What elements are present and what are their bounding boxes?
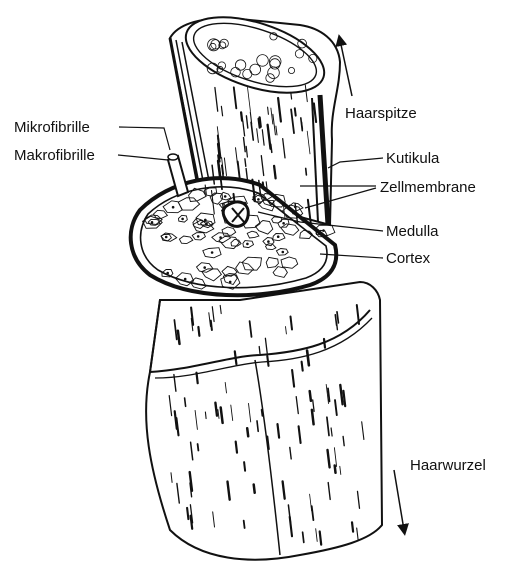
cell-nucleus (267, 240, 270, 243)
texture-stroke (262, 410, 263, 416)
texture-stroke (185, 398, 186, 406)
label-haarwurzel: Haarwurzel (410, 458, 486, 473)
cell-nucleus (211, 251, 214, 254)
cell-nucleus (292, 212, 295, 215)
texture-stroke (215, 403, 217, 416)
cell-nucleus (277, 199, 280, 202)
cell-nucleus (203, 266, 206, 269)
label-cortex: Cortex (386, 251, 430, 266)
cell-nucleus (224, 195, 227, 198)
label-mikrofibrille: Mikrofibrille (14, 120, 90, 135)
cell-nucleus (151, 221, 154, 224)
texture-stroke (211, 321, 212, 330)
hair-shaft-lower (146, 282, 382, 560)
texture-stroke (295, 108, 296, 115)
texture-stroke (274, 166, 276, 179)
cell-nucleus (246, 243, 249, 246)
cell-nucleus (277, 235, 280, 238)
cell-nucleus (282, 222, 285, 225)
texture-stroke (291, 92, 292, 99)
texture-stroke (254, 485, 255, 493)
texture-stroke (259, 347, 260, 354)
texture-stroke (271, 144, 272, 152)
texture-stroke (306, 168, 307, 175)
texture-stroke (198, 327, 199, 336)
texture-stroke (312, 410, 314, 424)
texture-stroke (335, 466, 336, 473)
texture-stroke (198, 444, 199, 451)
texture-stroke (236, 442, 237, 453)
texture-stroke (267, 356, 268, 366)
texture-stroke (310, 391, 311, 401)
cell-nucleus (197, 235, 200, 238)
texture-stroke (178, 331, 180, 344)
texture-stroke (352, 522, 353, 531)
texture-stroke (307, 351, 309, 366)
label-makrofibrille: Makrofibrille (14, 148, 95, 163)
texture-stroke (244, 462, 245, 471)
texture-stroke (187, 508, 188, 519)
cell-nucleus (219, 236, 222, 239)
texture-stroke (263, 182, 264, 189)
label-medulla: Medulla (386, 224, 439, 239)
cell-nucleus (172, 206, 175, 209)
texture-stroke (241, 112, 242, 120)
texture-stroke (320, 532, 322, 545)
label-kutikula: Kutikula (386, 151, 439, 166)
cell-nucleus (320, 233, 323, 236)
texture-stroke (247, 428, 248, 436)
label-haarspitze: Haarspitze (345, 106, 417, 121)
texture-stroke (303, 532, 304, 542)
texture-stroke (259, 119, 260, 128)
texture-stroke (324, 339, 325, 348)
cell-nucleus (166, 272, 169, 275)
texture-stroke (302, 362, 303, 371)
cell-nucleus (181, 218, 184, 221)
texture-stroke (245, 159, 246, 167)
cell-nucleus (282, 251, 285, 254)
texture-stroke (205, 412, 206, 419)
cell-nucleus (257, 198, 260, 201)
label-zellmembrane: Zellmembrane (380, 180, 476, 195)
cell-nucleus (204, 219, 207, 222)
cell-nucleus (184, 278, 187, 281)
medulla-core (223, 202, 248, 226)
texture-stroke (244, 521, 245, 528)
cell-nucleus (165, 236, 168, 239)
texture-stroke (197, 373, 198, 384)
